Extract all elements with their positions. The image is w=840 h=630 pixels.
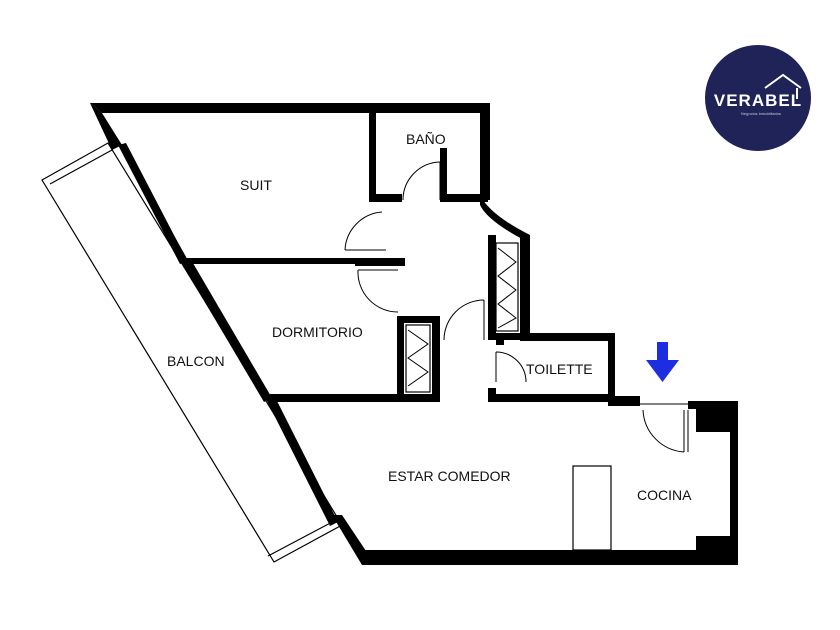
kitchen-counter [572,465,612,551]
room-label-estar-comedor: ESTAR COMEDOR [388,468,511,484]
room-label-balcon: BALCON [167,353,225,369]
room-label-bano: BAÑO [406,131,446,147]
closet-hall [495,242,519,332]
brand-tagline: Negocios inmobiliarios [741,111,782,116]
brand-name: VERABEL [713,91,803,110]
windows [123,147,335,517]
interior-walls [183,113,615,402]
room-label-cocina: COCINA [637,487,692,503]
house-roof-icon [764,73,802,99]
room-label-suit: SUIT [240,177,272,193]
arrow-down-icon [646,342,679,382]
room-label-toilette: TOILETTE [526,361,593,377]
doors [344,161,689,453]
closet-dormitorio [405,324,431,393]
outer-walls [90,103,738,565]
brand-logo: VERABEL Negocios inmobiliarios [705,45,811,151]
room-label-dormitorio: DORMITORIO [272,324,363,340]
